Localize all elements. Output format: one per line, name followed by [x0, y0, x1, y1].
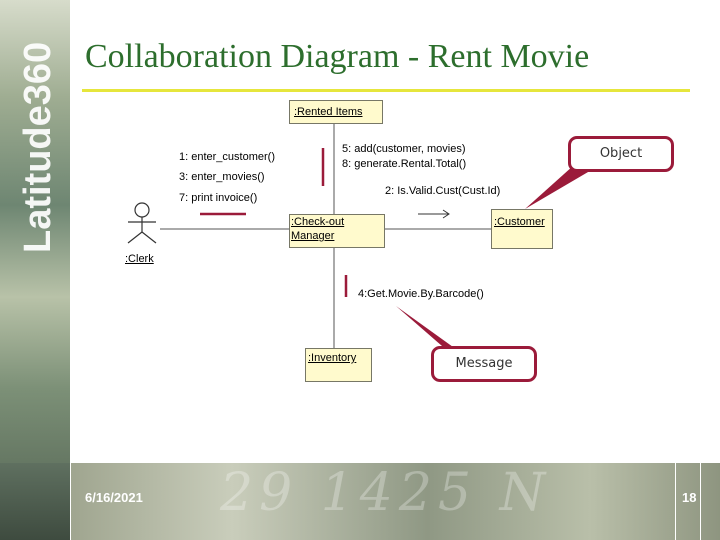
message-add-customer-movies: 5: add(customer, movies) — [342, 143, 466, 155]
slide-title: Collaboration Diagram - Rent Movie — [85, 38, 590, 75]
footer-photo-band: 29 1425 N — [70, 463, 720, 540]
object-rented-items-label: :Rented Items — [294, 106, 363, 118]
object-checkout-manager-label-line2: Manager — [291, 230, 335, 242]
object-checkout-manager: :Check-out Manager — [289, 214, 385, 248]
message-is-valid-cust: 2: Is.Valid.Cust(Cust.Id) — [385, 185, 501, 197]
message-callout-pointer — [396, 306, 460, 352]
object-inventory: :Inventory — [305, 348, 372, 382]
object-customer-label: :Customer — [494, 216, 545, 228]
brand-logo-text: Latitude360 — [17, 42, 59, 253]
object-checkout-manager-label-line1: :Check-out — [291, 216, 345, 228]
footer-divider — [70, 463, 71, 540]
message-get-movie-by-barcode: 4:Get.Movie.By.Barcode() — [358, 288, 484, 300]
slide-page-number: 18 — [682, 490, 697, 505]
footer-divider — [675, 463, 676, 540]
object-rented-items: :Rented Items — [289, 100, 383, 124]
actor-clerk-label: :Clerk — [125, 253, 154, 265]
message-print-invoice: 7: print invoice() — [179, 192, 258, 204]
object-inventory-label: :Inventory — [308, 352, 357, 364]
footer-divider — [700, 463, 701, 540]
object-customer: :Customer — [491, 209, 553, 249]
sidebar-photo-strip: Latitude360 — [0, 0, 70, 540]
clerk-actor-figure — [127, 202, 157, 244]
message-enter-movies: 3: enter_movies() — [179, 171, 265, 183]
title-underline — [82, 89, 690, 92]
slide-date: 6/16/2021 — [85, 490, 143, 505]
callout-object: Object — [568, 136, 674, 172]
message-arrow-head — [442, 209, 450, 219]
callout-message: Message — [431, 346, 537, 382]
footer-background-numbers: 29 1425 N — [220, 463, 552, 523]
footer-left-tile — [0, 463, 70, 540]
message-enter-customer: 1: enter_customer() — [179, 151, 275, 163]
message-generate-rental-total: 8: generate.Rental.Total() — [342, 158, 467, 170]
brand-logo: Latitude360 — [17, 42, 59, 253]
